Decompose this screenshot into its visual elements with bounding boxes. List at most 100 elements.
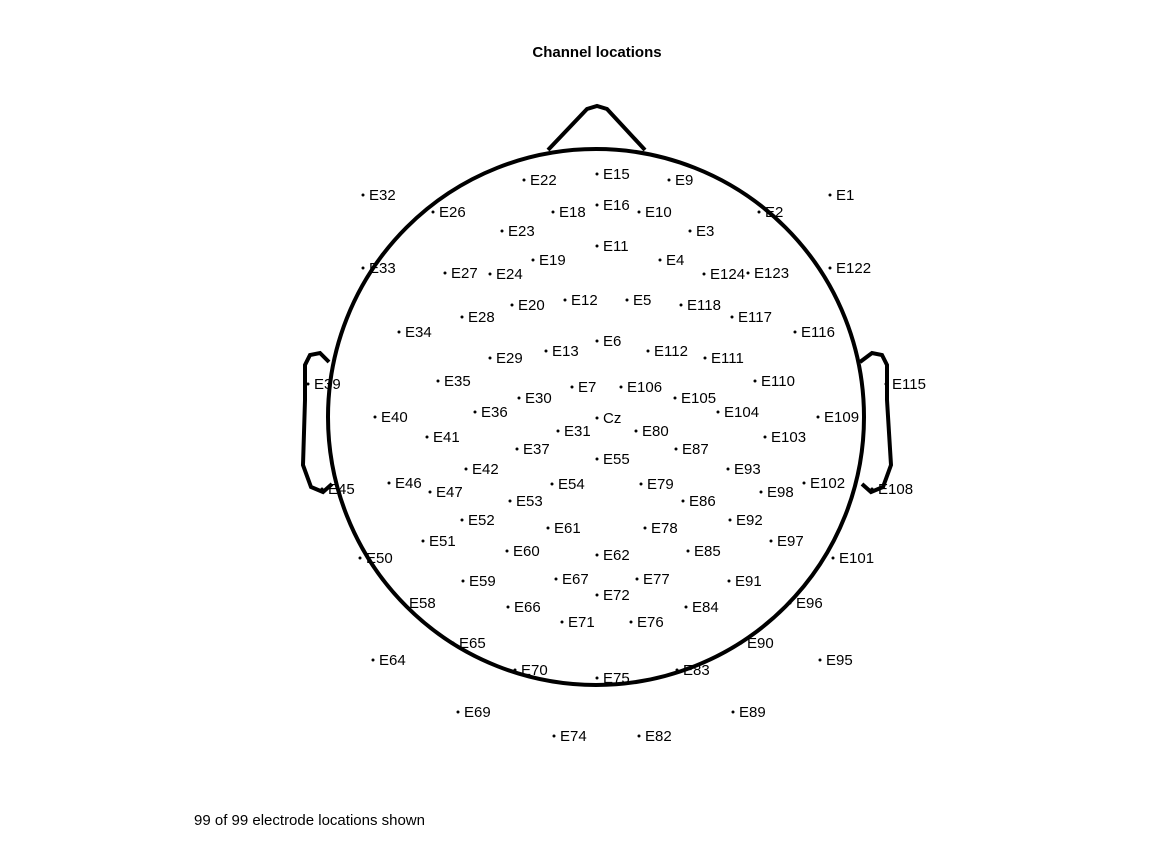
electrode-dot — [681, 499, 685, 503]
electrode-label: E24 — [496, 266, 523, 283]
electrode-dot — [361, 266, 365, 270]
electrode: E84 — [684, 599, 719, 616]
electrode-label: E116 — [801, 324, 835, 341]
electrode: E106 — [619, 379, 662, 396]
electrode-label: E117 — [738, 309, 772, 326]
electrode-dot — [629, 620, 633, 624]
electrode-dot — [513, 668, 517, 672]
electrode: E80 — [634, 423, 669, 440]
electrode: E36 — [473, 404, 508, 421]
electrode: E71 — [560, 614, 595, 631]
electrode: E109 — [816, 409, 859, 426]
electrode-label: E59 — [469, 573, 496, 590]
electrode-label: E108 — [878, 481, 913, 498]
electrode-dot — [515, 447, 519, 451]
electrode: E26 — [431, 204, 466, 221]
electrode: E24 — [488, 266, 523, 283]
electrode-dot — [746, 271, 750, 275]
electrode: E70 — [513, 662, 548, 679]
electrode: Cz — [595, 410, 621, 427]
electrode-label: E19 — [539, 252, 566, 269]
electrode-label: E101 — [839, 550, 874, 567]
electrode-dot — [658, 258, 662, 262]
electrode-label: E10 — [645, 204, 672, 221]
electrode-label: E66 — [514, 599, 541, 616]
electrode-layer: E1E2E3E4E5E6E7E9E10E11E12E13E15E16E18E19… — [306, 166, 926, 745]
electrode: E37 — [515, 441, 550, 458]
electrode: E13 — [544, 343, 579, 360]
electrode-label: E118 — [687, 297, 721, 314]
electrode-label: E13 — [552, 343, 579, 360]
electrode: E124 — [702, 266, 745, 283]
electrode-label: E87 — [682, 441, 709, 458]
electrode-dot — [675, 668, 679, 672]
electrode-dot — [550, 482, 554, 486]
electrode-dot — [551, 210, 555, 214]
electrode-count-note: 99 of 99 electrode locations shown — [194, 812, 425, 829]
electrode: E32 — [361, 187, 396, 204]
electrode-label: E67 — [562, 571, 589, 588]
electrode: E91 — [727, 573, 762, 590]
electrode-label: E52 — [468, 512, 495, 529]
electrode-label: E111 — [711, 350, 744, 367]
electrode-label: E62 — [603, 547, 630, 564]
electrode-dot — [436, 379, 440, 383]
electrode-dot — [757, 210, 761, 214]
electrode: E4 — [658, 252, 684, 269]
electrode-label: E41 — [433, 429, 460, 446]
electrode-dot — [870, 487, 874, 491]
electrode-dot — [684, 605, 688, 609]
electrode-dot — [361, 193, 365, 197]
electrode-label: E84 — [692, 599, 719, 616]
electrode-dot — [595, 457, 599, 461]
electrode-dot — [456, 710, 460, 714]
electrode-label: E34 — [405, 324, 432, 341]
head-circle — [326, 147, 866, 687]
electrode: E3 — [688, 223, 714, 240]
electrode-label: E30 — [525, 390, 552, 407]
electrode: E104 — [716, 404, 759, 421]
electrode: E1 — [828, 187, 854, 204]
electrode-dot — [563, 298, 567, 302]
right-ear — [858, 350, 894, 495]
electrode: E47 — [428, 484, 463, 501]
electrode-dot — [788, 601, 792, 605]
electrode: E93 — [726, 461, 761, 478]
nose — [546, 103, 647, 152]
electrode-dot — [556, 429, 560, 433]
electrode-dot — [679, 303, 683, 307]
electrode-dot — [726, 467, 730, 471]
electrode: E33 — [361, 260, 396, 277]
electrode-label: E110 — [761, 373, 795, 390]
electrode: E115 — [884, 376, 926, 393]
electrode: E2 — [757, 204, 783, 221]
electrode: E67 — [554, 571, 589, 588]
electrode-label: E124 — [710, 266, 745, 283]
electrode-label: E98 — [767, 484, 794, 501]
electrode-dot — [510, 303, 514, 307]
electrode: E74 — [552, 728, 587, 745]
electrode: E29 — [488, 350, 523, 367]
electrode-label: E22 — [530, 172, 557, 189]
electrode: E110 — [753, 373, 795, 390]
electrode-dot — [461, 579, 465, 583]
electrode-dot — [686, 549, 690, 553]
electrode: E118 — [679, 297, 721, 314]
electrode: E19 — [531, 252, 566, 269]
electrode-label: E37 — [523, 441, 550, 458]
electrode-label: E53 — [516, 493, 543, 510]
electrode-dot — [443, 271, 447, 275]
electrode: E30 — [517, 390, 552, 407]
electrode-dot — [421, 539, 425, 543]
electrode-dot — [831, 556, 835, 560]
electrode-dot — [358, 556, 362, 560]
electrode-dot — [730, 315, 734, 319]
electrode-dot — [428, 490, 432, 494]
electrode: E65 — [451, 635, 486, 652]
electrode-label: E70 — [521, 662, 548, 679]
electrode: E103 — [763, 429, 806, 446]
electrode-dot — [828, 193, 832, 197]
electrode-label: E51 — [429, 533, 456, 550]
electrode-label: E39 — [314, 376, 341, 393]
